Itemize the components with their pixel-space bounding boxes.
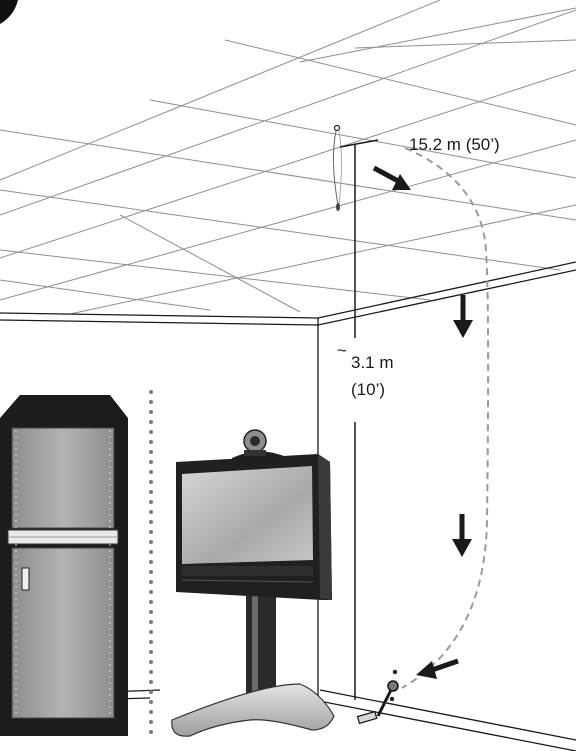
ceiling-grid <box>0 0 576 315</box>
tv-stand <box>171 595 335 737</box>
cable-route <box>401 147 490 689</box>
direction-arrow-icon <box>372 165 473 679</box>
ceiling-microphone-icon <box>332 124 342 211</box>
height-approx-label: ~ <box>337 341 347 360</box>
height-imperial-label: (10’) <box>351 380 385 399</box>
height-measurement <box>339 139 379 700</box>
dotted-separator <box>149 390 153 734</box>
corner-badge <box>0 0 18 24</box>
height-metric-label: 3.1 m <box>351 353 394 372</box>
camera-icon <box>232 429 284 464</box>
display-screen-icon <box>176 454 332 600</box>
wall-socket-icon <box>356 669 399 725</box>
rack-cabinet-icon <box>0 395 128 736</box>
cable-length-label: 15.2 m (50’) <box>409 135 500 154</box>
